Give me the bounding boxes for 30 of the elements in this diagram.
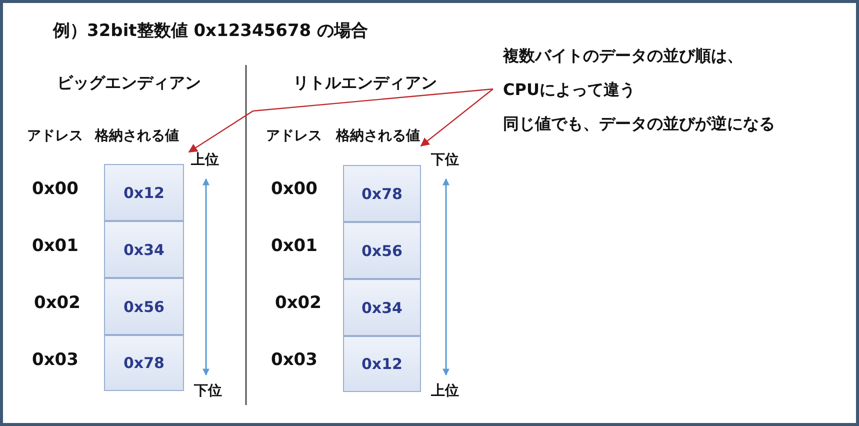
column-heading: 格納される値	[336, 127, 420, 145]
address-label: 0x01	[271, 236, 318, 256]
address-label: 0x03	[32, 350, 78, 370]
order-label: 下位	[431, 151, 459, 169]
leader-arrow	[188, 88, 494, 152]
memory-cell: 0x12	[104, 164, 184, 221]
section-heading: ビッグエンディアン	[57, 73, 201, 94]
leader-arrow	[420, 88, 494, 147]
memory-cell: 0x56	[104, 278, 184, 335]
column-heading: アドレス	[27, 127, 83, 145]
address-label: 0x00	[32, 179, 78, 199]
memory-cell: 0x34	[104, 221, 184, 278]
memory-cell: 0x34	[343, 279, 421, 336]
column-heading: 格納される値	[95, 127, 179, 145]
order-label: 上位	[191, 151, 219, 169]
address-label: 0x01	[32, 236, 78, 256]
memory-cell: 0x78	[343, 165, 421, 222]
memory-cell: 0x12	[343, 336, 421, 392]
section-heading: リトルエンディアン	[293, 73, 437, 94]
address-label: 0x03	[271, 350, 318, 370]
title: 例）32bit整数値 0x12345678 の場合	[53, 20, 368, 42]
address-label: 0x02	[34, 293, 80, 313]
order-label: 上位	[431, 382, 459, 400]
column-heading: アドレス	[266, 127, 322, 145]
memory-cell: 0x56	[343, 222, 421, 279]
memory-cell: 0x78	[104, 335, 184, 391]
address-label: 0x00	[271, 179, 318, 199]
address-label: 0x02	[275, 293, 322, 313]
callout-note: 複数バイトのデータの並び順は、 CPUによって違う 同じ値でも、データの並びが逆になる	[503, 39, 775, 141]
order-label: 下位	[194, 382, 222, 400]
